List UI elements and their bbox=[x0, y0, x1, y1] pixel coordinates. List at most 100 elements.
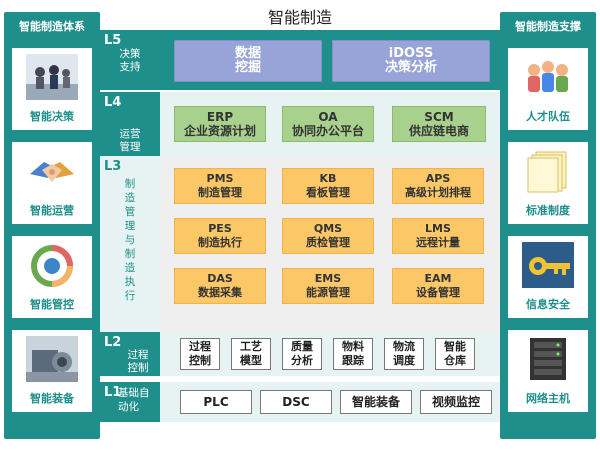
process-box: 工艺模型 bbox=[231, 338, 271, 370]
box-line: 质检管理 bbox=[306, 236, 350, 249]
left-panel-title: 智能制造体系 bbox=[19, 20, 85, 33]
box-line: iDOSS bbox=[388, 46, 434, 61]
box-line: 决策分析 bbox=[384, 60, 437, 75]
right-card-standards: 标准制度 bbox=[508, 142, 588, 224]
process-box: 质量分析 bbox=[282, 338, 322, 370]
machine-icon bbox=[26, 336, 78, 382]
process-box: 物料跟踪 bbox=[333, 338, 373, 370]
left-card-equipment: 智能装备 bbox=[12, 330, 92, 412]
layer-name-char: 执 bbox=[124, 276, 136, 288]
layer-name-line: 控制 bbox=[127, 362, 149, 374]
box-line: 质量 bbox=[291, 340, 313, 353]
box-line: ERP bbox=[206, 110, 234, 124]
left-item-label: 智能装备 bbox=[30, 392, 74, 405]
box-line: 制造管理 bbox=[198, 186, 242, 199]
right-item-label: 信息安全 bbox=[526, 298, 570, 311]
automation-box: 视频监控 bbox=[420, 390, 492, 414]
architecture-frame: L5 决策 支持 数据 挖掘 iDOSS 决策分析 L4 运营 管理 ERP 企… bbox=[100, 26, 500, 439]
key-security-icon bbox=[522, 242, 574, 288]
process-box: 物流调度 bbox=[384, 338, 424, 370]
layer-name-char: 与 bbox=[124, 234, 136, 246]
box-line: 挖掘 bbox=[234, 60, 261, 75]
box-line: 仓库 bbox=[444, 354, 466, 367]
layer-name-line: 支持 bbox=[119, 61, 141, 73]
people-meeting-icon bbox=[26, 54, 78, 100]
box-line: LMS bbox=[425, 222, 451, 235]
left-panel: 智能制造体系 智能决策 智能运营 智能管控 bbox=[4, 12, 100, 439]
left-item-label: 智能运营 bbox=[30, 204, 74, 217]
box-line: 数据采集 bbox=[198, 286, 242, 299]
process-box: 智能仓库 bbox=[435, 338, 475, 370]
box-idoss: iDOSS 决策分析 bbox=[332, 40, 490, 82]
box-erp: ERP 企业资源计划 bbox=[174, 106, 266, 142]
automation-box: PLC bbox=[180, 390, 252, 414]
documents-icon bbox=[527, 151, 567, 193]
box-line: QMS bbox=[313, 222, 343, 235]
layer-name-char: 理 bbox=[124, 220, 136, 232]
layer-name-line: 动化 bbox=[118, 401, 139, 413]
box-line: 企业资源计划 bbox=[183, 124, 256, 138]
layer-l1-label: L1 基础自 动化 bbox=[100, 382, 160, 422]
layer-name-char: 行 bbox=[124, 290, 136, 302]
process-box: 过程控制 bbox=[180, 338, 220, 370]
box-line: 物流 bbox=[393, 340, 415, 353]
box-scm: SCM 供应链电商 bbox=[392, 106, 486, 142]
box-line: 高级计划排程 bbox=[405, 186, 471, 199]
layer-name-line: 过程 bbox=[127, 349, 149, 361]
box-line: 能源管理 bbox=[306, 286, 350, 299]
layer-level: L4 bbox=[104, 95, 122, 110]
box-line: EMS bbox=[314, 272, 342, 285]
box-line: PMS bbox=[206, 172, 234, 185]
right-item-label: 网络主机 bbox=[526, 392, 570, 405]
layer-name-line: 基础自 bbox=[118, 387, 150, 399]
server-icon bbox=[530, 338, 566, 380]
box-line: 制造执行 bbox=[198, 236, 242, 249]
automation-box: 智能装备 bbox=[340, 390, 412, 414]
right-item-label: 人才队伍 bbox=[526, 110, 570, 123]
layer-name-line: 运营 bbox=[119, 128, 141, 140]
layer-name-char: 管 bbox=[124, 206, 136, 218]
box-line: PES bbox=[208, 222, 232, 235]
box-line: APS bbox=[425, 172, 451, 185]
layer-l3-label: L3 制造管理与制造执行 bbox=[100, 156, 160, 346]
box-line: 远程计量 bbox=[416, 236, 460, 249]
layer-l2: L2 过程 控制 过程控制工艺模型质量分析物料跟踪物流调度智能仓库 bbox=[100, 332, 500, 376]
box-line: KB bbox=[319, 172, 337, 185]
box-line: DAS bbox=[207, 272, 233, 285]
box-line: 数据 bbox=[234, 46, 261, 61]
layer-level: L1 bbox=[104, 385, 122, 400]
layer-level: L5 bbox=[104, 33, 122, 48]
right-card-talent: 人才队伍 bbox=[508, 48, 588, 130]
right-item-label: 标准制度 bbox=[526, 204, 570, 217]
left-card-decision: 智能决策 bbox=[12, 48, 92, 130]
layer-name-line: 管理 bbox=[119, 141, 141, 153]
layer-name-char: 造 bbox=[124, 262, 136, 274]
layer-name-line: 决策 bbox=[119, 48, 141, 60]
left-card-control: 智能管控 bbox=[12, 236, 92, 318]
team-icon bbox=[528, 61, 568, 92]
left-item-label: 智能决策 bbox=[30, 110, 74, 123]
box-line: 跟踪 bbox=[342, 354, 364, 367]
handshake-icon bbox=[30, 162, 74, 182]
layer-l5: L5 决策 支持 数据 挖掘 iDOSS 决策分析 bbox=[100, 30, 500, 90]
layer-name-char: 造 bbox=[124, 192, 136, 204]
box-line: SCM bbox=[424, 110, 454, 124]
layer-level: L2 bbox=[104, 335, 122, 350]
box-line: 工艺 bbox=[240, 340, 262, 353]
layer-l5-label: L5 决策 支持 bbox=[100, 30, 160, 90]
box-line: 供应链电商 bbox=[408, 124, 469, 138]
box-line: 协同办公平台 bbox=[291, 124, 364, 138]
box-line: 调度 bbox=[393, 354, 415, 367]
page-title: 智能制造 bbox=[267, 8, 332, 27]
box-line: 智能 bbox=[444, 340, 466, 353]
layer-level: L3 bbox=[104, 159, 122, 174]
